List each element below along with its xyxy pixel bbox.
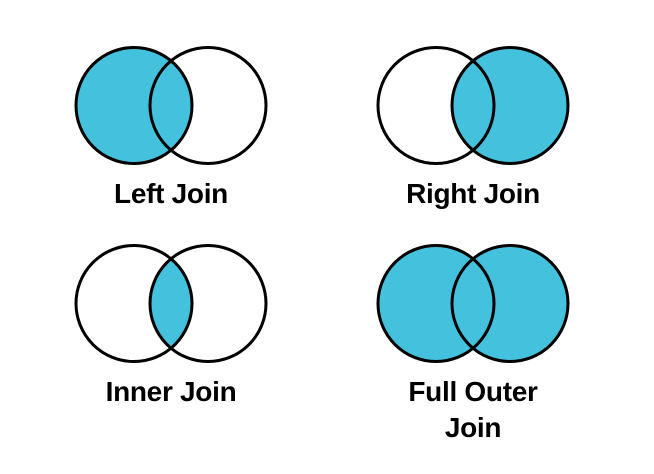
venn-circle-right-outline — [148, 244, 268, 363]
venn-circle-left-outline — [376, 244, 496, 363]
venn-intersection — [150, 47, 192, 164]
venn-circle-right-outline — [450, 244, 570, 363]
venn-inner-join — [20, 236, 322, 371]
venn-intersection — [452, 47, 494, 164]
venn-circle-right-outline — [148, 46, 268, 165]
panel-full-outer-join: Full Outer Join — [322, 236, 624, 460]
venn-circle-right-outline — [450, 46, 570, 165]
panel-label-left-join: Left Join — [114, 178, 228, 209]
panel-label-full-outer-join: Full Outer Join — [408, 376, 538, 443]
panel-right-join: Right Join — [322, 38, 624, 262]
venn-right-join — [322, 38, 624, 173]
venn-full-outer-join — [322, 236, 624, 371]
venn-circle-left-outline — [74, 244, 194, 363]
venn-circle-right — [452, 245, 568, 362]
venn-circle-left-outline — [376, 46, 496, 165]
panel-label-inner-join: Inner Join — [105, 376, 237, 407]
venn-circle-left-outline — [74, 46, 194, 165]
panel-label-right-join: Right Join — [406, 178, 540, 209]
panel-left-join: Left Join — [20, 38, 322, 262]
panel-inner-join: Inner Join — [20, 236, 322, 460]
venn-intersection — [150, 245, 192, 362]
venn-left-join — [20, 38, 322, 173]
